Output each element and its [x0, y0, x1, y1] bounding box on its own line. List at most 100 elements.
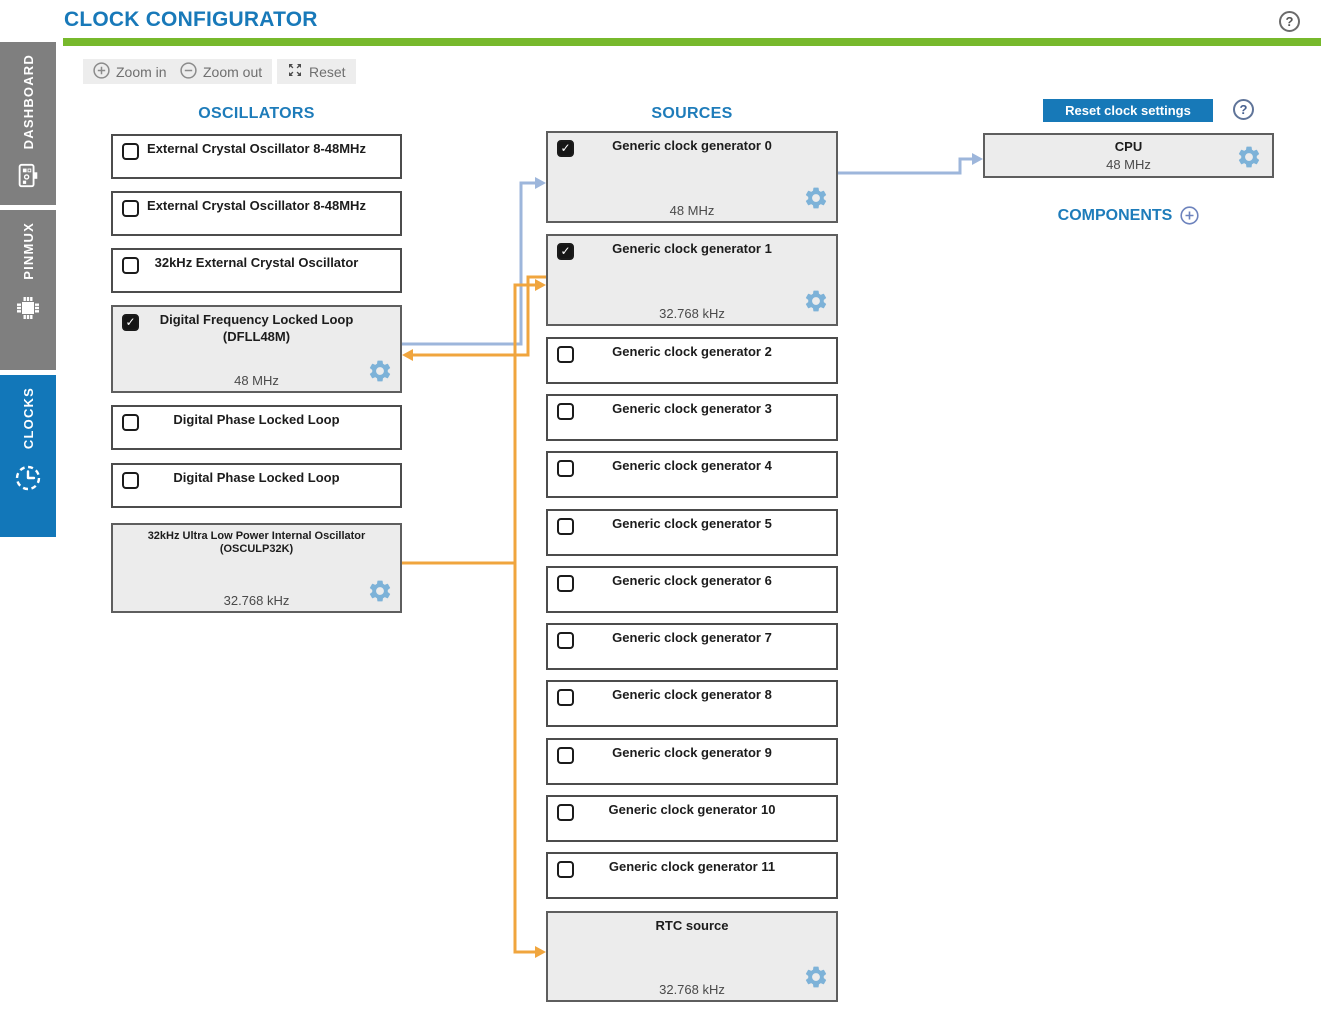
- box-label: Generic clock generator 2: [612, 344, 772, 359]
- frequency-label: 32.768 kHz: [659, 306, 725, 321]
- wire-dfll-to-gclk0: [402, 181, 537, 346]
- source-box-gclk10[interactable]: Generic clock generator 10: [546, 795, 838, 842]
- wire-arrow: [535, 177, 546, 189]
- sources-heading: SOURCES: [651, 105, 733, 122]
- reset-expand-icon: [287, 62, 303, 81]
- help-icon[interactable]: ?: [1279, 11, 1300, 32]
- box-label: Generic clock generator 11: [608, 859, 776, 874]
- box-label: Generic clock generator 9: [612, 745, 772, 760]
- clock-icon: [12, 462, 44, 499]
- components-label: COMPONENTS: [1057, 206, 1173, 224]
- sidebar-item-label: CLOCKS: [20, 387, 36, 450]
- oscillator-box-xosc1[interactable]: External Crystal Oscillator 8-48MHz: [111, 191, 402, 236]
- dashboard-board-icon: [15, 162, 41, 195]
- zoom-out-icon: [180, 61, 197, 82]
- source-box-gclk8[interactable]: Generic clock generator 8: [546, 680, 838, 727]
- gear-icon[interactable]: [1236, 144, 1262, 170]
- sidebar-item-pinmux[interactable]: PINMUX: [0, 210, 56, 370]
- frequency-label: 32.768 kHz: [659, 982, 725, 997]
- page-title: CLOCK CONFIGURATOR: [64, 8, 318, 31]
- box-label: 32kHz External Crystal Oscillator: [154, 255, 359, 270]
- box-label: Generic clock generator 8: [612, 687, 772, 702]
- source-box-gclk6[interactable]: Generic clock generator 6: [546, 566, 838, 613]
- box-label: Digital Phase Locked Loop: [173, 470, 340, 485]
- gear-icon[interactable]: [803, 288, 829, 314]
- wire-gclk1-to-dfll: [411, 275, 546, 357]
- source-box-gclk4[interactable]: Generic clock generator 4: [546, 451, 838, 498]
- gear-icon[interactable]: [803, 185, 829, 211]
- frequency-label: 32.768 kHz: [223, 593, 290, 608]
- box-label: Generic clock generator 7: [612, 630, 772, 645]
- zoom-in-button[interactable]: Zoom in: [83, 59, 177, 84]
- frequency-label: 48 MHz: [1106, 157, 1151, 172]
- source-box-gclk7[interactable]: Generic clock generator 7: [546, 623, 838, 670]
- checkbox[interactable]: [557, 804, 574, 821]
- source-box-gclk2[interactable]: Generic clock generator 2: [546, 337, 838, 384]
- box-label: Generic clock generator 3: [612, 401, 772, 416]
- oscillator-box-osculp32k[interactable]: 32kHz Ultra Low Power Internal Oscillato…: [111, 523, 402, 613]
- oscillator-box-dfll48m[interactable]: Digital Frequency Locked Loop (DFLL48M) …: [111, 305, 402, 393]
- source-box-gclk3[interactable]: Generic clock generator 3: [546, 394, 838, 441]
- box-label: Generic clock generator 0: [612, 138, 772, 153]
- pinmux-chip-icon: [13, 293, 43, 328]
- reset-view-button[interactable]: Reset: [277, 59, 356, 84]
- zoom-out-label: Zoom out: [203, 63, 263, 80]
- source-box-gclk5[interactable]: Generic clock generator 5: [546, 509, 838, 556]
- wire-osculp-to-gclk1: [402, 283, 537, 565]
- gear-icon[interactable]: [367, 578, 393, 604]
- zoom-out-button[interactable]: Zoom out: [170, 59, 273, 84]
- cpu-box[interactable]: CPU 48 MHz: [983, 133, 1274, 178]
- gear-icon[interactable]: [367, 358, 393, 384]
- checkbox[interactable]: [122, 314, 139, 331]
- checkbox[interactable]: [557, 689, 574, 706]
- checkbox[interactable]: [122, 414, 139, 431]
- header-accent-bar: [63, 38, 1321, 46]
- help-icon[interactable]: ?: [1233, 99, 1254, 120]
- source-box-rtc[interactable]: RTC source 32.768 kHz: [546, 911, 838, 1002]
- checkbox[interactable]: [557, 518, 574, 535]
- add-component-icon[interactable]: [1180, 206, 1199, 225]
- oscillator-box-xosc32k[interactable]: 32kHz External Crystal Oscillator: [111, 248, 402, 293]
- checkbox[interactable]: [557, 575, 574, 592]
- checkbox[interactable]: [557, 632, 574, 649]
- checkbox[interactable]: [122, 200, 139, 217]
- checkbox[interactable]: [122, 472, 139, 489]
- zoom-in-icon: [93, 61, 110, 82]
- box-label: RTC source: [655, 918, 729, 933]
- checkbox[interactable]: [557, 861, 574, 878]
- components-heading: COMPONENTS: [983, 206, 1274, 225]
- box-label: Digital Phase Locked Loop: [173, 412, 340, 427]
- box-label: External Crystal Oscillator 8-48MHz: [147, 198, 366, 213]
- sidebar-item-label: PINMUX: [20, 222, 36, 280]
- source-box-gclk11[interactable]: Generic clock generator 11: [546, 852, 838, 899]
- checkbox[interactable]: [557, 747, 574, 764]
- source-box-gclk1[interactable]: Generic clock generator 1 32.768 kHz: [546, 234, 838, 326]
- source-box-gclk9[interactable]: Generic clock generator 9: [546, 738, 838, 785]
- box-label: Digital Frequency Locked Loop (DFLL48M): [159, 312, 354, 344]
- box-label: Generic clock generator 6: [612, 573, 772, 588]
- wire-arrow: [535, 946, 546, 958]
- frequency-label: 48 MHz: [234, 373, 279, 388]
- wire-arrow: [402, 349, 413, 361]
- oscillator-box-dpll0[interactable]: Digital Phase Locked Loop: [111, 405, 402, 450]
- checkbox[interactable]: [122, 143, 139, 160]
- checkbox[interactable]: [557, 403, 574, 420]
- sidebar-item-dashboard[interactable]: DASHBOARD: [0, 42, 56, 205]
- checkbox[interactable]: [557, 140, 574, 157]
- gear-icon[interactable]: [803, 964, 829, 990]
- checkbox[interactable]: [122, 257, 139, 274]
- checkbox[interactable]: [557, 243, 574, 260]
- wire-arrow: [535, 279, 546, 291]
- sidebar-item-clocks[interactable]: CLOCKS: [0, 375, 56, 537]
- box-label: External Crystal Oscillator 8-48MHz: [147, 141, 366, 156]
- checkbox[interactable]: [557, 346, 574, 363]
- box-label: 32kHz Ultra Low Power Internal Oscillato…: [147, 530, 366, 556]
- oscillators-heading: OSCILLATORS: [198, 105, 315, 122]
- oscillator-box-dpll1[interactable]: Digital Phase Locked Loop: [111, 463, 402, 508]
- reset-clock-settings-button[interactable]: Reset clock settings: [1043, 99, 1213, 122]
- oscillator-box-xosc0[interactable]: External Crystal Oscillator 8-48MHz: [111, 134, 402, 179]
- checkbox[interactable]: [557, 460, 574, 477]
- sidebar-item-label: DASHBOARD: [20, 54, 36, 150]
- source-box-gclk0[interactable]: Generic clock generator 0 48 MHz: [546, 131, 838, 223]
- wire-arrow: [972, 153, 983, 165]
